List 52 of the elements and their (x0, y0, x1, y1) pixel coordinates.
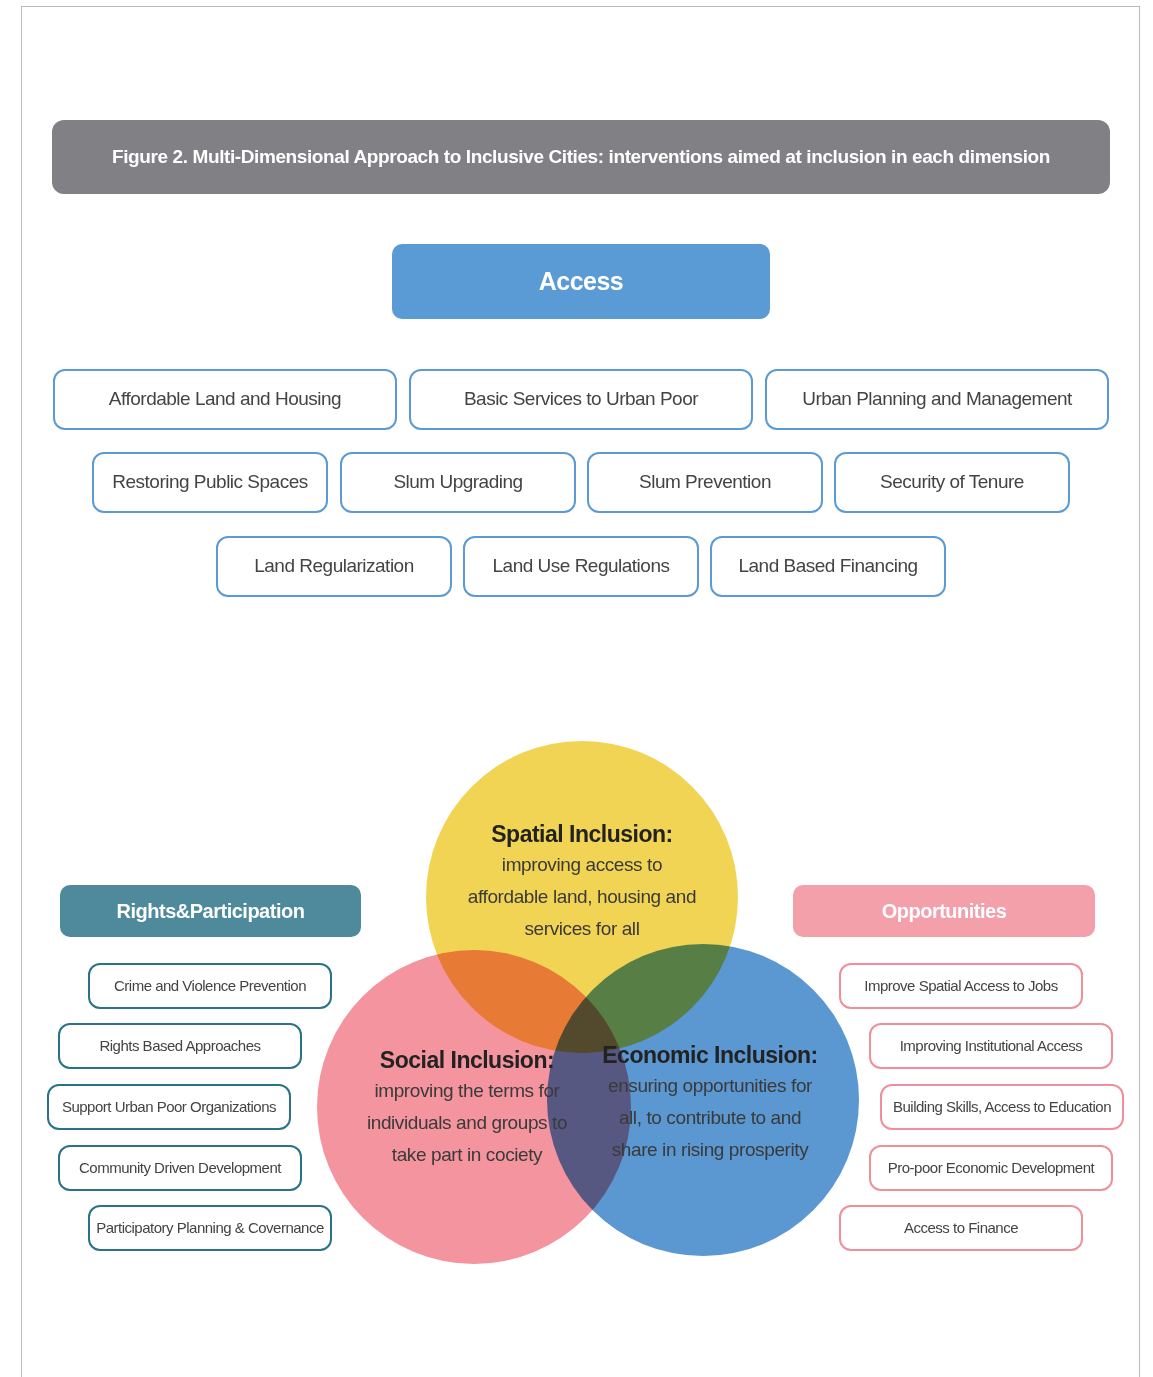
process-box (92, 452, 328, 513)
process-box (53, 369, 397, 430)
box-label: Slum Prevention (638, 472, 772, 493)
circle-heading: Economic Inclusion: (601, 1041, 819, 1070)
process-box (216, 536, 452, 597)
title-banner: Figure 2. Multi-Dimensional Approach to Inclusive Cities: interventions aimed at inclusion in each dimension (52, 120, 1110, 194)
process-box (834, 452, 1070, 513)
circle-heading: Social Inclusion: (378, 1046, 556, 1075)
box-label: Rights&Participation (115, 900, 306, 922)
process-box (839, 963, 1083, 1009)
box-label: Slum Upgrading (392, 472, 524, 493)
process-box (587, 452, 823, 513)
process-box (47, 1084, 291, 1130)
box-label: Improving Institutional Access (898, 1037, 1084, 1055)
box-label: Affordable Land and Housing (107, 389, 343, 410)
process-box (710, 536, 946, 597)
process-box (58, 1145, 302, 1191)
process-box (88, 963, 332, 1009)
box-label: Restoring Public Spaces (111, 472, 309, 493)
box-label: Land Use Regulations (491, 556, 671, 577)
box-label: Rights Based Approaches (98, 1037, 262, 1055)
process-box (88, 1205, 332, 1251)
box-label: Participatory Planning & Covernance (95, 1219, 325, 1237)
process-box (869, 1145, 1113, 1191)
box-label: Security of Tenure (879, 472, 1025, 493)
process-box (880, 1084, 1124, 1130)
circle-heading: Spatial Inclusion: (490, 820, 674, 849)
box-label: Land Regularization (253, 556, 415, 577)
header-box (793, 885, 1095, 937)
process-box (463, 536, 699, 597)
process-box (869, 1023, 1113, 1069)
process-box (839, 1205, 1083, 1251)
box-label: Basic Services to Urban Poor (462, 389, 700, 410)
process-box (409, 369, 753, 430)
process-box (58, 1023, 302, 1069)
box-label: Urban Planning and Management (801, 389, 1073, 410)
box-label: Access to Finance (902, 1219, 1020, 1237)
box-label: Pro-poor Economic Development (886, 1159, 1096, 1177)
box-label: Building Skills, Access to Education (892, 1098, 1112, 1116)
circle-text: improving access to affordable land, housing and services for all (466, 853, 698, 941)
box-label: Opportunities (880, 900, 1008, 922)
header-box (60, 885, 361, 937)
box-label: Crime and Violence Prevention (113, 977, 307, 995)
box-label: Community Driven Development (78, 1159, 283, 1177)
header-box (392, 244, 770, 319)
process-box (340, 452, 576, 513)
box-label: Access (537, 267, 625, 296)
box-label: Improve Spatial Access to Jobs (863, 977, 1059, 995)
box-label: Land Based Financing (737, 556, 919, 577)
box-label: Support Urban Poor Organizations (60, 1098, 278, 1116)
circle-text: ensuring opportunities for all, to contribute to and share in rising prosperity (607, 1074, 813, 1162)
process-box (765, 369, 1109, 430)
